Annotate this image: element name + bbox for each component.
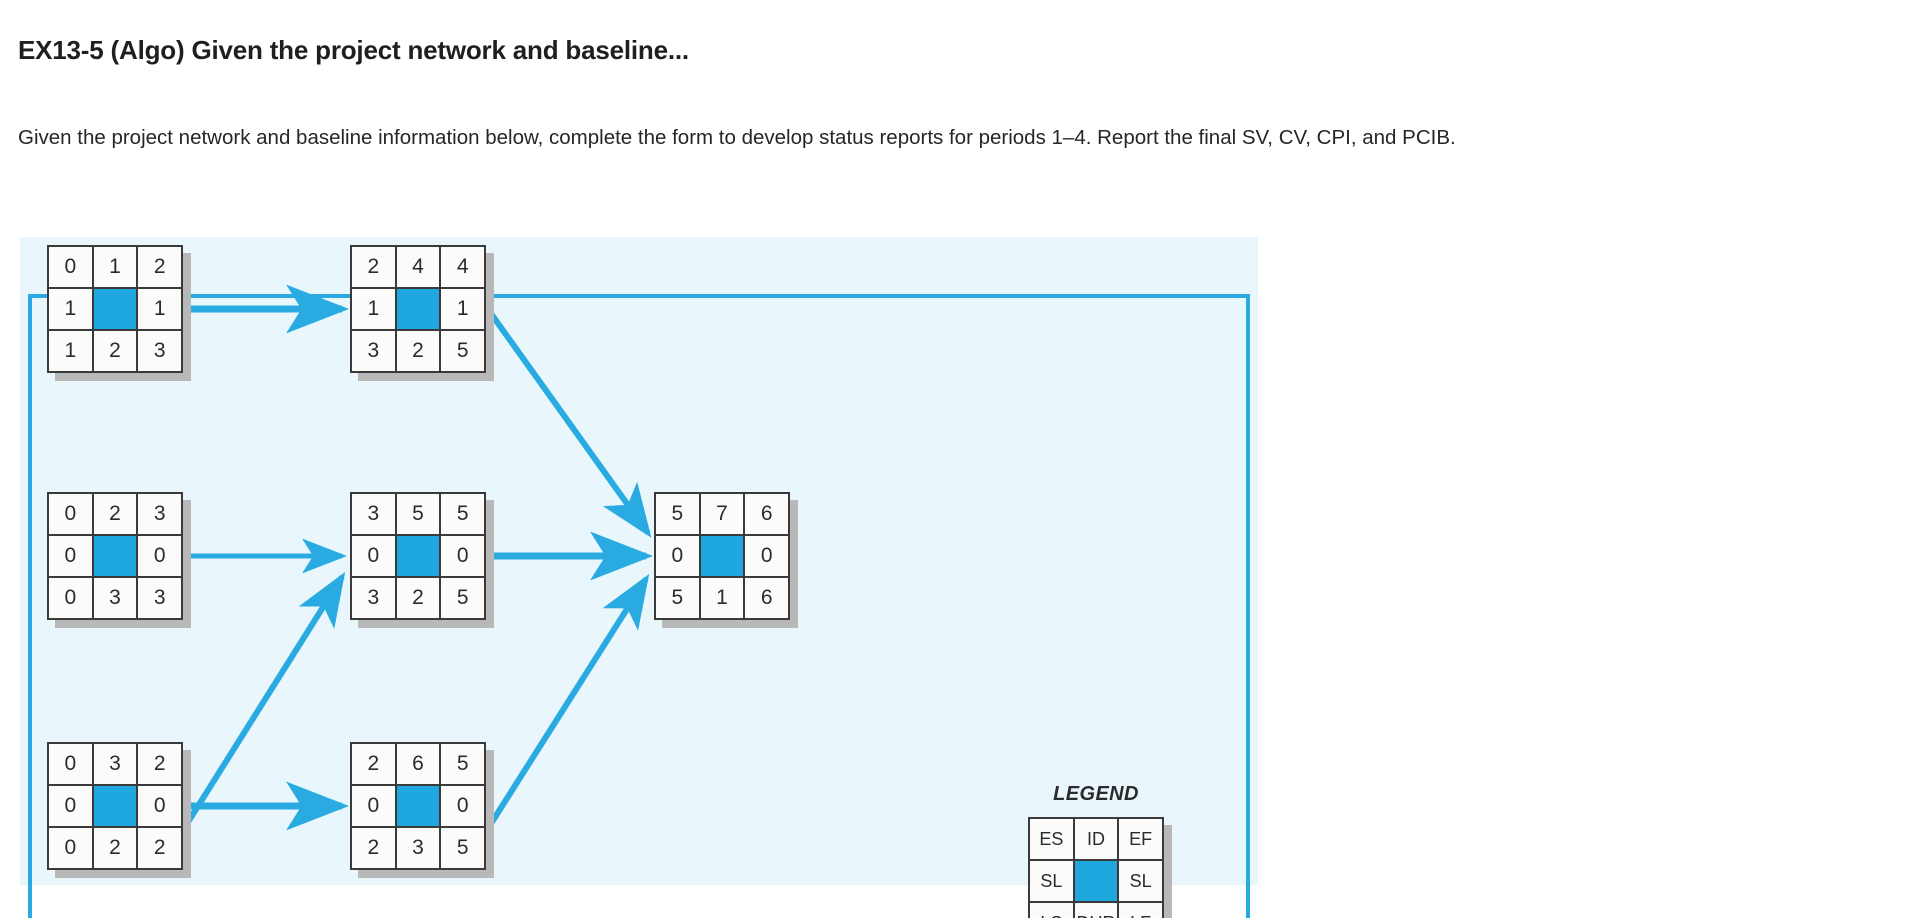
legend-cell-8: LF [1119, 903, 1162, 918]
node-4-cell-6: 3 [352, 331, 395, 371]
node-1-cell-1: 1 [93, 247, 137, 287]
question-body: Given the project network and baseline i… [18, 125, 1456, 149]
node-6-cell-0: 2 [352, 744, 395, 784]
node-6-cell-3: 0 [352, 786, 395, 826]
node-3-cell-3: 0 [49, 786, 92, 826]
node-7-cell-4 [700, 536, 744, 576]
node-1-cell-4 [93, 289, 137, 329]
node-3-cell-5: 0 [138, 786, 181, 826]
node-2-cell-4 [93, 536, 137, 576]
node-3-cell-7: 2 [93, 828, 137, 868]
node-4-cell-7: 2 [396, 331, 440, 371]
node-1-cell-8: 3 [138, 331, 181, 371]
legend-cell-4 [1074, 861, 1118, 901]
node-2-cell-5: 0 [138, 536, 181, 576]
node-6-cell-1: 6 [396, 744, 440, 784]
legend-cell-2: EF [1119, 819, 1162, 859]
node-2-cell-3: 0 [49, 536, 92, 576]
node-7-cell-1: 7 [700, 494, 744, 534]
node-2-cell-8: 3 [138, 578, 181, 618]
node-6-cell-5: 0 [441, 786, 484, 826]
node-2-cell-6: 0 [49, 578, 92, 618]
node-4-cell-5: 1 [441, 289, 484, 329]
node-1-cell-5: 1 [138, 289, 181, 329]
node-5-cell-5: 0 [441, 536, 484, 576]
node-3-cell-4 [93, 786, 137, 826]
node-1-cell-2: 2 [138, 247, 181, 287]
node-4-cell-2: 4 [441, 247, 484, 287]
node-7-cell-5: 0 [745, 536, 788, 576]
node-1-cell-7: 2 [93, 331, 137, 371]
node-3-cell-1: 3 [93, 744, 137, 784]
node-5-cell-7: 2 [396, 578, 440, 618]
node-4-cell-1: 4 [396, 247, 440, 287]
node-6-cell-8: 5 [441, 828, 484, 868]
node-5-cell-0: 3 [352, 494, 395, 534]
node-3-cell-8: 2 [138, 828, 181, 868]
node-5-cell-4 [396, 536, 440, 576]
node-7-cell-6: 5 [656, 578, 699, 618]
connector-right-spine [1246, 294, 1250, 918]
node-4-cell-8: 5 [441, 331, 484, 371]
node-3-cell-2: 2 [138, 744, 181, 784]
legend-cell-7: DUR [1074, 903, 1118, 918]
node-4-cell-4 [396, 289, 440, 329]
connector-arrows [185, 284, 653, 831]
node-2-cell-1: 2 [93, 494, 137, 534]
node-7-cell-2: 6 [745, 494, 788, 534]
node-5-cell-8: 5 [441, 578, 484, 618]
node-6-cell-4 [396, 786, 440, 826]
connector-top-rail [180, 294, 1250, 298]
legend-cell-1: ID [1074, 819, 1118, 859]
node-7-cell-0: 5 [656, 494, 699, 534]
legend-grid: ESIDEFSLSLLSDURLF [1028, 817, 1164, 918]
legend-cell-6: LS [1030, 903, 1073, 918]
node-6-cell-6: 2 [352, 828, 395, 868]
connector-left-spine [28, 294, 32, 918]
legend: LEGEND ESIDEFSLSLLSDURLF [1028, 783, 1172, 918]
node-2-cell-2: 3 [138, 494, 181, 534]
node-7-cell-3: 0 [656, 536, 699, 576]
node-6-cell-7: 3 [396, 828, 440, 868]
legend-cell-5: SL [1119, 861, 1162, 901]
node-5-cell-2: 5 [441, 494, 484, 534]
node-5-cell-3: 0 [352, 536, 395, 576]
node-5-cell-6: 3 [352, 578, 395, 618]
node-2-cell-7: 3 [93, 578, 137, 618]
node-2-cell-0: 0 [49, 494, 92, 534]
node-6-cell-2: 5 [441, 744, 484, 784]
node-1-cell-3: 1 [49, 289, 92, 329]
node-1-cell-6: 1 [49, 331, 92, 371]
legend-cell-3: SL [1030, 861, 1073, 901]
node-7-cell-8: 6 [745, 578, 788, 618]
legend-title: LEGEND [1053, 783, 1139, 805]
node-7-cell-7: 1 [700, 578, 744, 618]
page-title: EX13-5 (Algo) Given the project network … [18, 35, 689, 66]
node-3-cell-0: 0 [49, 744, 92, 784]
node-3-cell-6: 0 [49, 828, 92, 868]
node-4-cell-3: 1 [352, 289, 395, 329]
legend-node: ESIDEFSLSLLSDURLF [1028, 817, 1172, 918]
node-5-cell-1: 5 [396, 494, 440, 534]
node-1-cell-0: 0 [49, 247, 92, 287]
node-4-cell-0: 2 [352, 247, 395, 287]
legend-cell-0: ES [1030, 819, 1073, 859]
